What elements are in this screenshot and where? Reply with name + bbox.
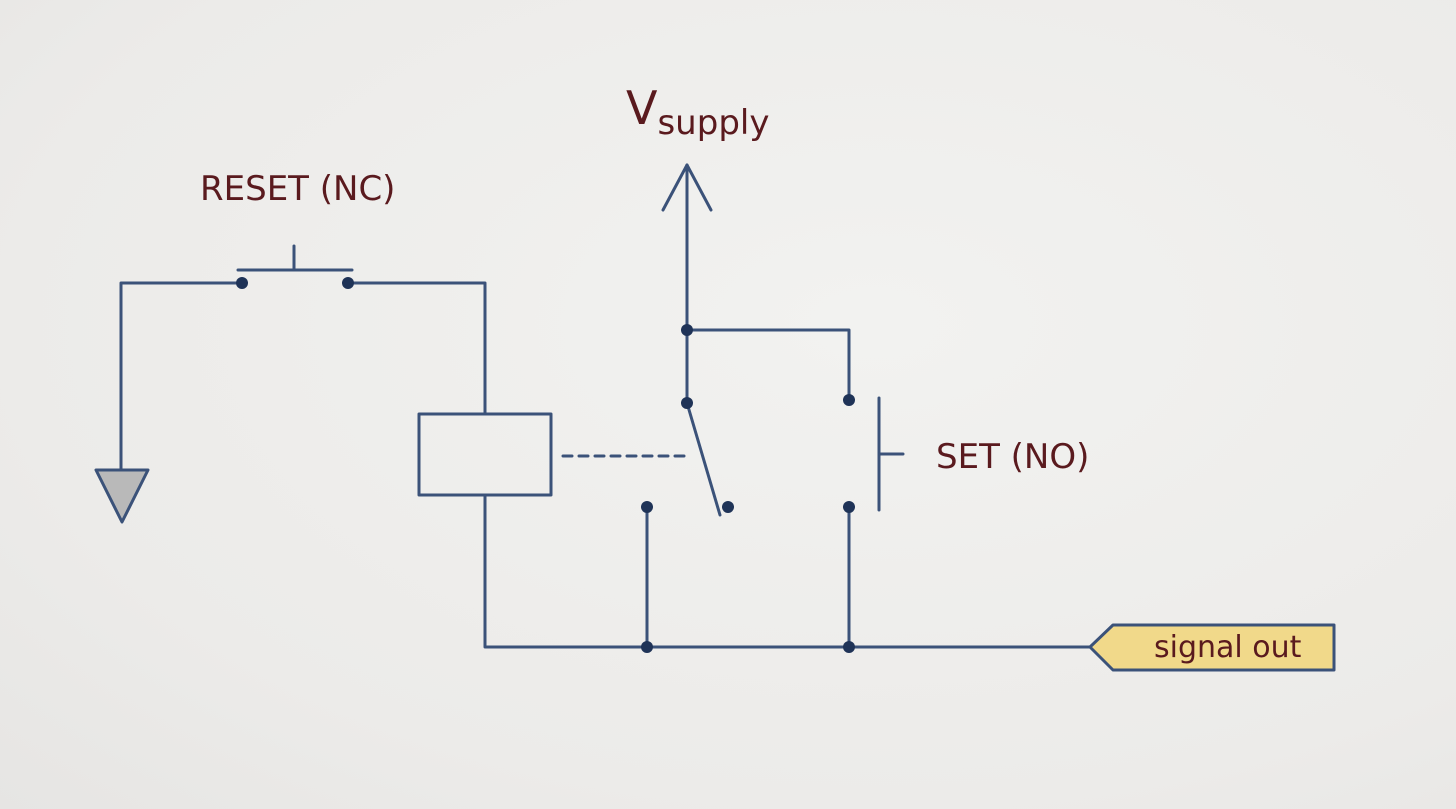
contact-no-terminal — [641, 501, 653, 513]
contact-nc-terminal — [722, 501, 734, 513]
set-terminal-bottom — [843, 501, 855, 513]
reset-terminal-right — [342, 277, 354, 289]
bus-junction-set — [843, 641, 855, 653]
supply-arrow-icon — [661, 163, 713, 212]
ground-icon — [94, 468, 150, 524]
set-label: SET (NO) — [936, 437, 1089, 477]
supply-label-subscript: supply — [657, 103, 769, 143]
contact-common-terminal — [681, 397, 693, 409]
supply-label-main: V — [626, 81, 658, 135]
output-tag — [1088, 623, 1336, 672]
supply-junction — [681, 324, 693, 336]
reset-to-ground-wire — [119, 281, 244, 472]
supply-label: Vsupply — [626, 81, 769, 143]
reset-label: RESET (NC) — [200, 169, 395, 209]
coil-to-reset-wire — [346, 281, 487, 416]
output-bus-wire — [483, 493, 1092, 649]
supply-to-set-wire — [685, 328, 851, 402]
relay-coil — [417, 412, 553, 497]
reset-terminal-left — [236, 277, 248, 289]
relay-contact-arm — [685, 401, 722, 517]
set-terminal-top — [843, 394, 855, 406]
bus-junction-contact — [641, 641, 653, 653]
output-label: signal out — [1154, 630, 1302, 665]
